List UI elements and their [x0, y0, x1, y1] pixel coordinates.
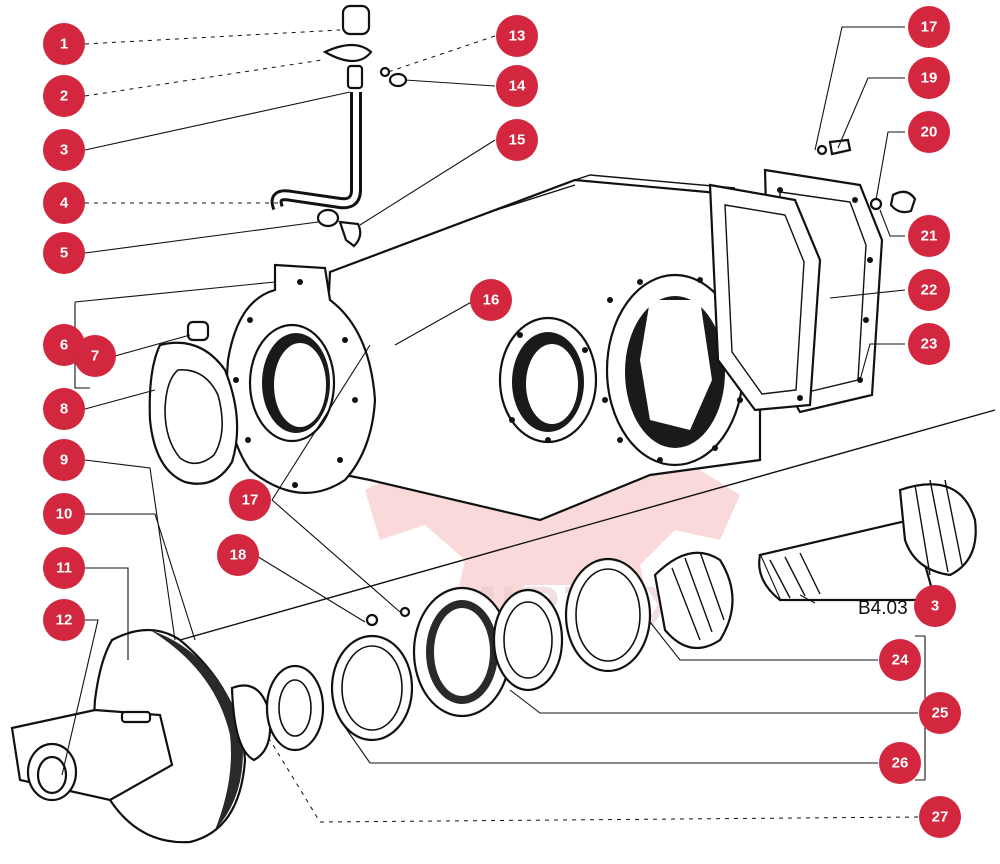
callout-4: 4: [43, 182, 85, 224]
leader-lines: [61, 26, 926, 823]
parts-drawing: [10, 4, 996, 844]
svg-text:14: 14: [509, 78, 526, 95]
svg-text:25: 25: [932, 705, 949, 722]
svg-text:9: 9: [60, 452, 68, 469]
svg-text:7: 7: [91, 348, 99, 365]
svg-text:19: 19: [921, 70, 938, 87]
callout-17-lower: 17: [229, 479, 271, 521]
svg-text:15: 15: [509, 132, 526, 149]
svg-text:24: 24: [892, 652, 909, 669]
callout-3: 3: [43, 129, 85, 171]
gearbox-housing: [225, 174, 762, 522]
svg-text:4: 4: [60, 195, 69, 212]
svg-text:5: 5: [60, 245, 68, 262]
callout-5: 5: [43, 232, 85, 274]
callout-24: 24: [879, 639, 921, 681]
callout-2: 2: [43, 75, 85, 117]
svg-text:16: 16: [483, 292, 500, 309]
callout-23: 23: [908, 323, 950, 365]
callout-7: 7: [74, 335, 116, 377]
svg-text:22: 22: [921, 282, 938, 299]
reference-label: B4.03: [858, 598, 908, 619]
svg-text:20: 20: [921, 124, 938, 141]
callout-15: 15: [496, 119, 538, 161]
svg-text:12: 12: [56, 612, 73, 629]
svg-text:3: 3: [931, 598, 939, 615]
svg-text:1: 1: [60, 36, 68, 53]
callout-18: 18: [217, 534, 259, 576]
callout-17-upper: 17: [908, 6, 950, 48]
bearing-rings: [265, 551, 734, 752]
callout-9: 9: [43, 439, 85, 481]
output-hub: [10, 629, 272, 844]
callout-10: 10: [43, 493, 85, 535]
pinion-shaft: [758, 479, 977, 602]
svg-text:23: 23: [921, 336, 938, 353]
svg-text:11: 11: [56, 560, 72, 577]
callout-25: 25: [919, 692, 961, 734]
svg-text:17: 17: [242, 492, 259, 509]
svg-text:3: 3: [60, 142, 68, 159]
callout-26: 26: [879, 742, 921, 784]
callout-badges: 1 2 3 4 5 6 7 8 9 10 11 12 13 14 15 16 1…: [43, 6, 961, 838]
svg-text:2: 2: [60, 88, 68, 105]
svg-text:26: 26: [892, 755, 909, 772]
callout-3-shaft: 3: [914, 585, 956, 627]
breather-pipe-assembly: [270, 4, 408, 248]
callout-1: 1: [43, 23, 85, 65]
callout-8: 8: [43, 388, 85, 430]
callout-11: 11: [43, 547, 85, 589]
callout-13: 13: [496, 15, 538, 57]
gasket-ring: [148, 320, 239, 485]
callout-12: 12: [43, 599, 85, 641]
callout-21: 21: [908, 215, 950, 257]
svg-text:18: 18: [230, 547, 247, 564]
rear-cover-plates: [708, 138, 917, 414]
callout-19: 19: [908, 57, 950, 99]
callout-27: 27: [919, 796, 961, 838]
callout-16: 16: [470, 279, 512, 321]
svg-text:27: 27: [932, 809, 949, 826]
svg-text:13: 13: [509, 28, 526, 45]
svg-text:21: 21: [921, 228, 938, 245]
svg-text:6: 6: [60, 337, 68, 354]
svg-text:17: 17: [921, 19, 938, 36]
callout-22: 22: [908, 269, 950, 311]
svg-text:10: 10: [56, 506, 73, 523]
callout-20: 20: [908, 111, 950, 153]
svg-text:8: 8: [60, 401, 68, 418]
callout-14: 14: [496, 65, 538, 107]
